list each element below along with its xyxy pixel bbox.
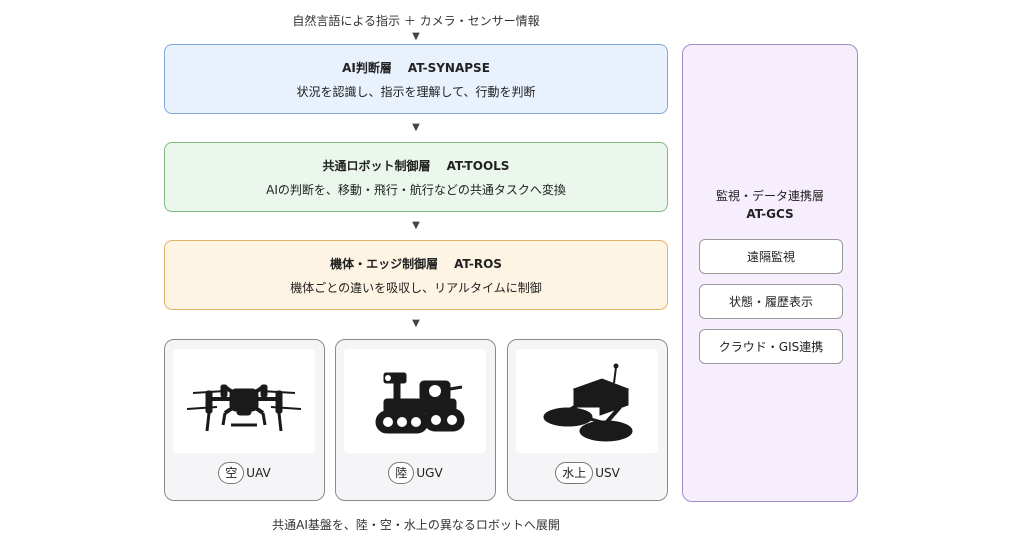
gcs-panel: 監視・データ連携層 AT-GCS 遠隔監視 状態・履歴表示 クラウド・GIS連携	[682, 44, 858, 502]
layer-description: AIの判断を、移動・飛行・航行などの共通タスクへ変換	[266, 183, 566, 197]
layer-description: 機体ごとの違いを吸収し、リアルタイムに制御	[290, 281, 542, 295]
tracked-ground-robot-icon	[344, 349, 486, 453]
arrow-down-icon: ▼	[412, 122, 420, 133]
gcs-name: 監視・データ連携層	[715, 189, 824, 203]
layer-ai-judgment: AI判断層 AT-SYNAPSE 状況を認識し、指示を理解して、行動を判断	[164, 44, 668, 114]
layer-code: AT-TOOLS	[446, 159, 510, 173]
layer-code: AT-ROS	[454, 257, 502, 271]
robot-type: UGV	[416, 466, 443, 480]
drone-icon	[173, 349, 315, 453]
catamaran-boat-icon	[516, 349, 658, 453]
layer-title: AI判断層 AT-SYNAPSE	[165, 60, 667, 76]
layer-title: 共通ロボット制御層 AT-TOOLS	[165, 158, 667, 174]
arrow-down-icon: ▼	[412, 220, 420, 231]
robot-type: UAV	[246, 466, 271, 480]
layer-name: 機体・エッジ制御層	[330, 257, 439, 271]
gcs-item-remote-monitoring: 遠隔監視	[699, 239, 843, 274]
gcs-title: 監視・データ連携層 AT-GCS	[683, 187, 857, 223]
gcs-code: AT-GCS	[746, 207, 794, 221]
arrow-down-icon: ▼	[412, 31, 420, 42]
layer-edge-control: 機体・エッジ制御層 AT-ROS 機体ごとの違いを吸収し、リアルタイムに制御	[164, 240, 668, 310]
layer-title: 機体・エッジ制御層 AT-ROS	[165, 256, 667, 272]
footer-caption: 共通AI基盤を、陸・空・水上の異なるロボットへ展開	[272, 518, 560, 532]
arrow-down-icon: ▼	[412, 318, 420, 329]
domain-badge: 陸	[388, 462, 415, 484]
domain-badge: 空	[218, 462, 245, 484]
input-caption: 自然言語による指示 ＋ カメラ・センサー情報	[292, 14, 540, 28]
layer-description: 状況を認識し、指示を理解して、行動を判断	[296, 85, 536, 99]
gcs-item-cloud-gis: クラウド・GIS連携	[699, 329, 843, 364]
layer-name: 共通ロボット制御層	[322, 159, 431, 173]
layer-code: AT-SYNAPSE	[407, 61, 490, 75]
gcs-item-status-history: 状態・履歴表示	[699, 284, 843, 319]
robot-type: USV	[595, 466, 620, 480]
domain-badge: 水上	[555, 462, 594, 484]
layer-name: AI判断層	[342, 61, 392, 75]
layer-common-robot-control: 共通ロボット制御層 AT-TOOLS AIの判断を、移動・飛行・航行などの共通タス…	[164, 142, 668, 212]
